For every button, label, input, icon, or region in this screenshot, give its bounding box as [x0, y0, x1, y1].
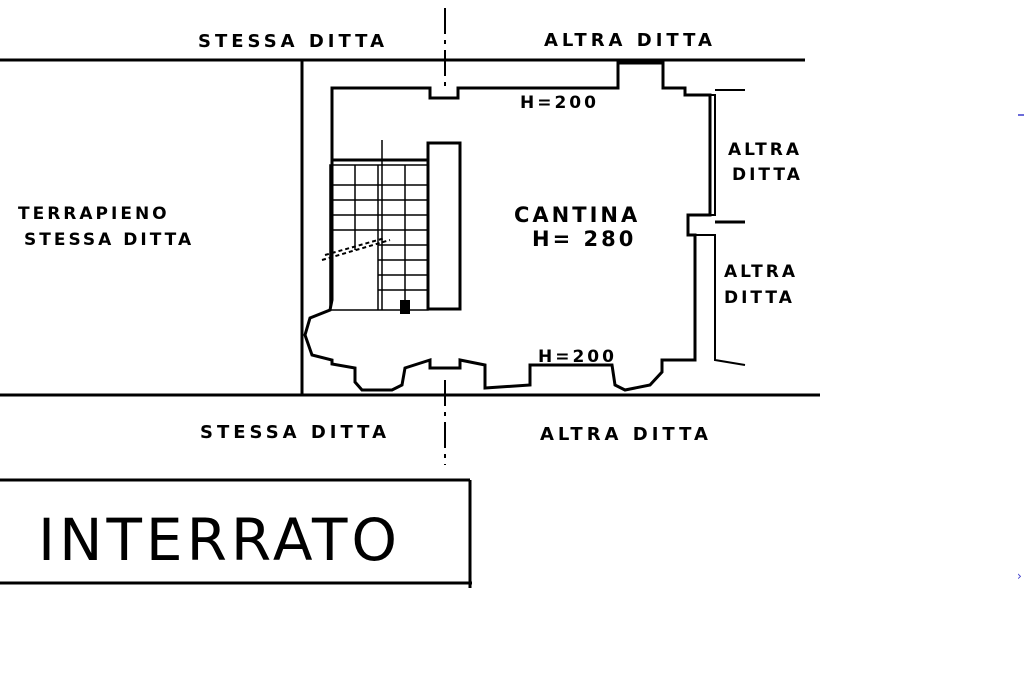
label-right-lower-line2: DITTA — [724, 288, 795, 308]
label-right-lower-line1: ALTRA — [724, 262, 798, 282]
height-top-label: H=200 — [520, 93, 599, 113]
room-height: H= 280 — [532, 227, 636, 251]
label-top-left: STESSA DITTA — [198, 31, 388, 52]
title-text: INTERRATO — [38, 506, 401, 574]
staircase — [321, 140, 429, 314]
right-wall-upper — [710, 94, 716, 216]
label-right-upper-line2: DITTA — [732, 165, 803, 185]
label-right-upper-line1: ALTRA — [728, 140, 802, 160]
label-left-line1: TERRAPIENO — [18, 204, 170, 224]
label-left-line2: STESSA DITTA — [24, 230, 194, 250]
title-box: INTERRATO — [0, 478, 472, 588]
cellar-outline — [303, 61, 712, 392]
height-bottom-label: H=200 — [538, 347, 617, 367]
edge-mark-bottom-icon: › — [1017, 569, 1022, 583]
stair-partition — [426, 141, 462, 311]
label-bottom-right: ALTRA DITTA — [540, 424, 712, 445]
right-wall-lower — [695, 234, 746, 366]
label-bottom-left: STESSA DITTA — [200, 422, 390, 443]
label-top-right: ALTRA DITTA — [544, 30, 716, 51]
room-name: CANTINA — [514, 203, 640, 227]
